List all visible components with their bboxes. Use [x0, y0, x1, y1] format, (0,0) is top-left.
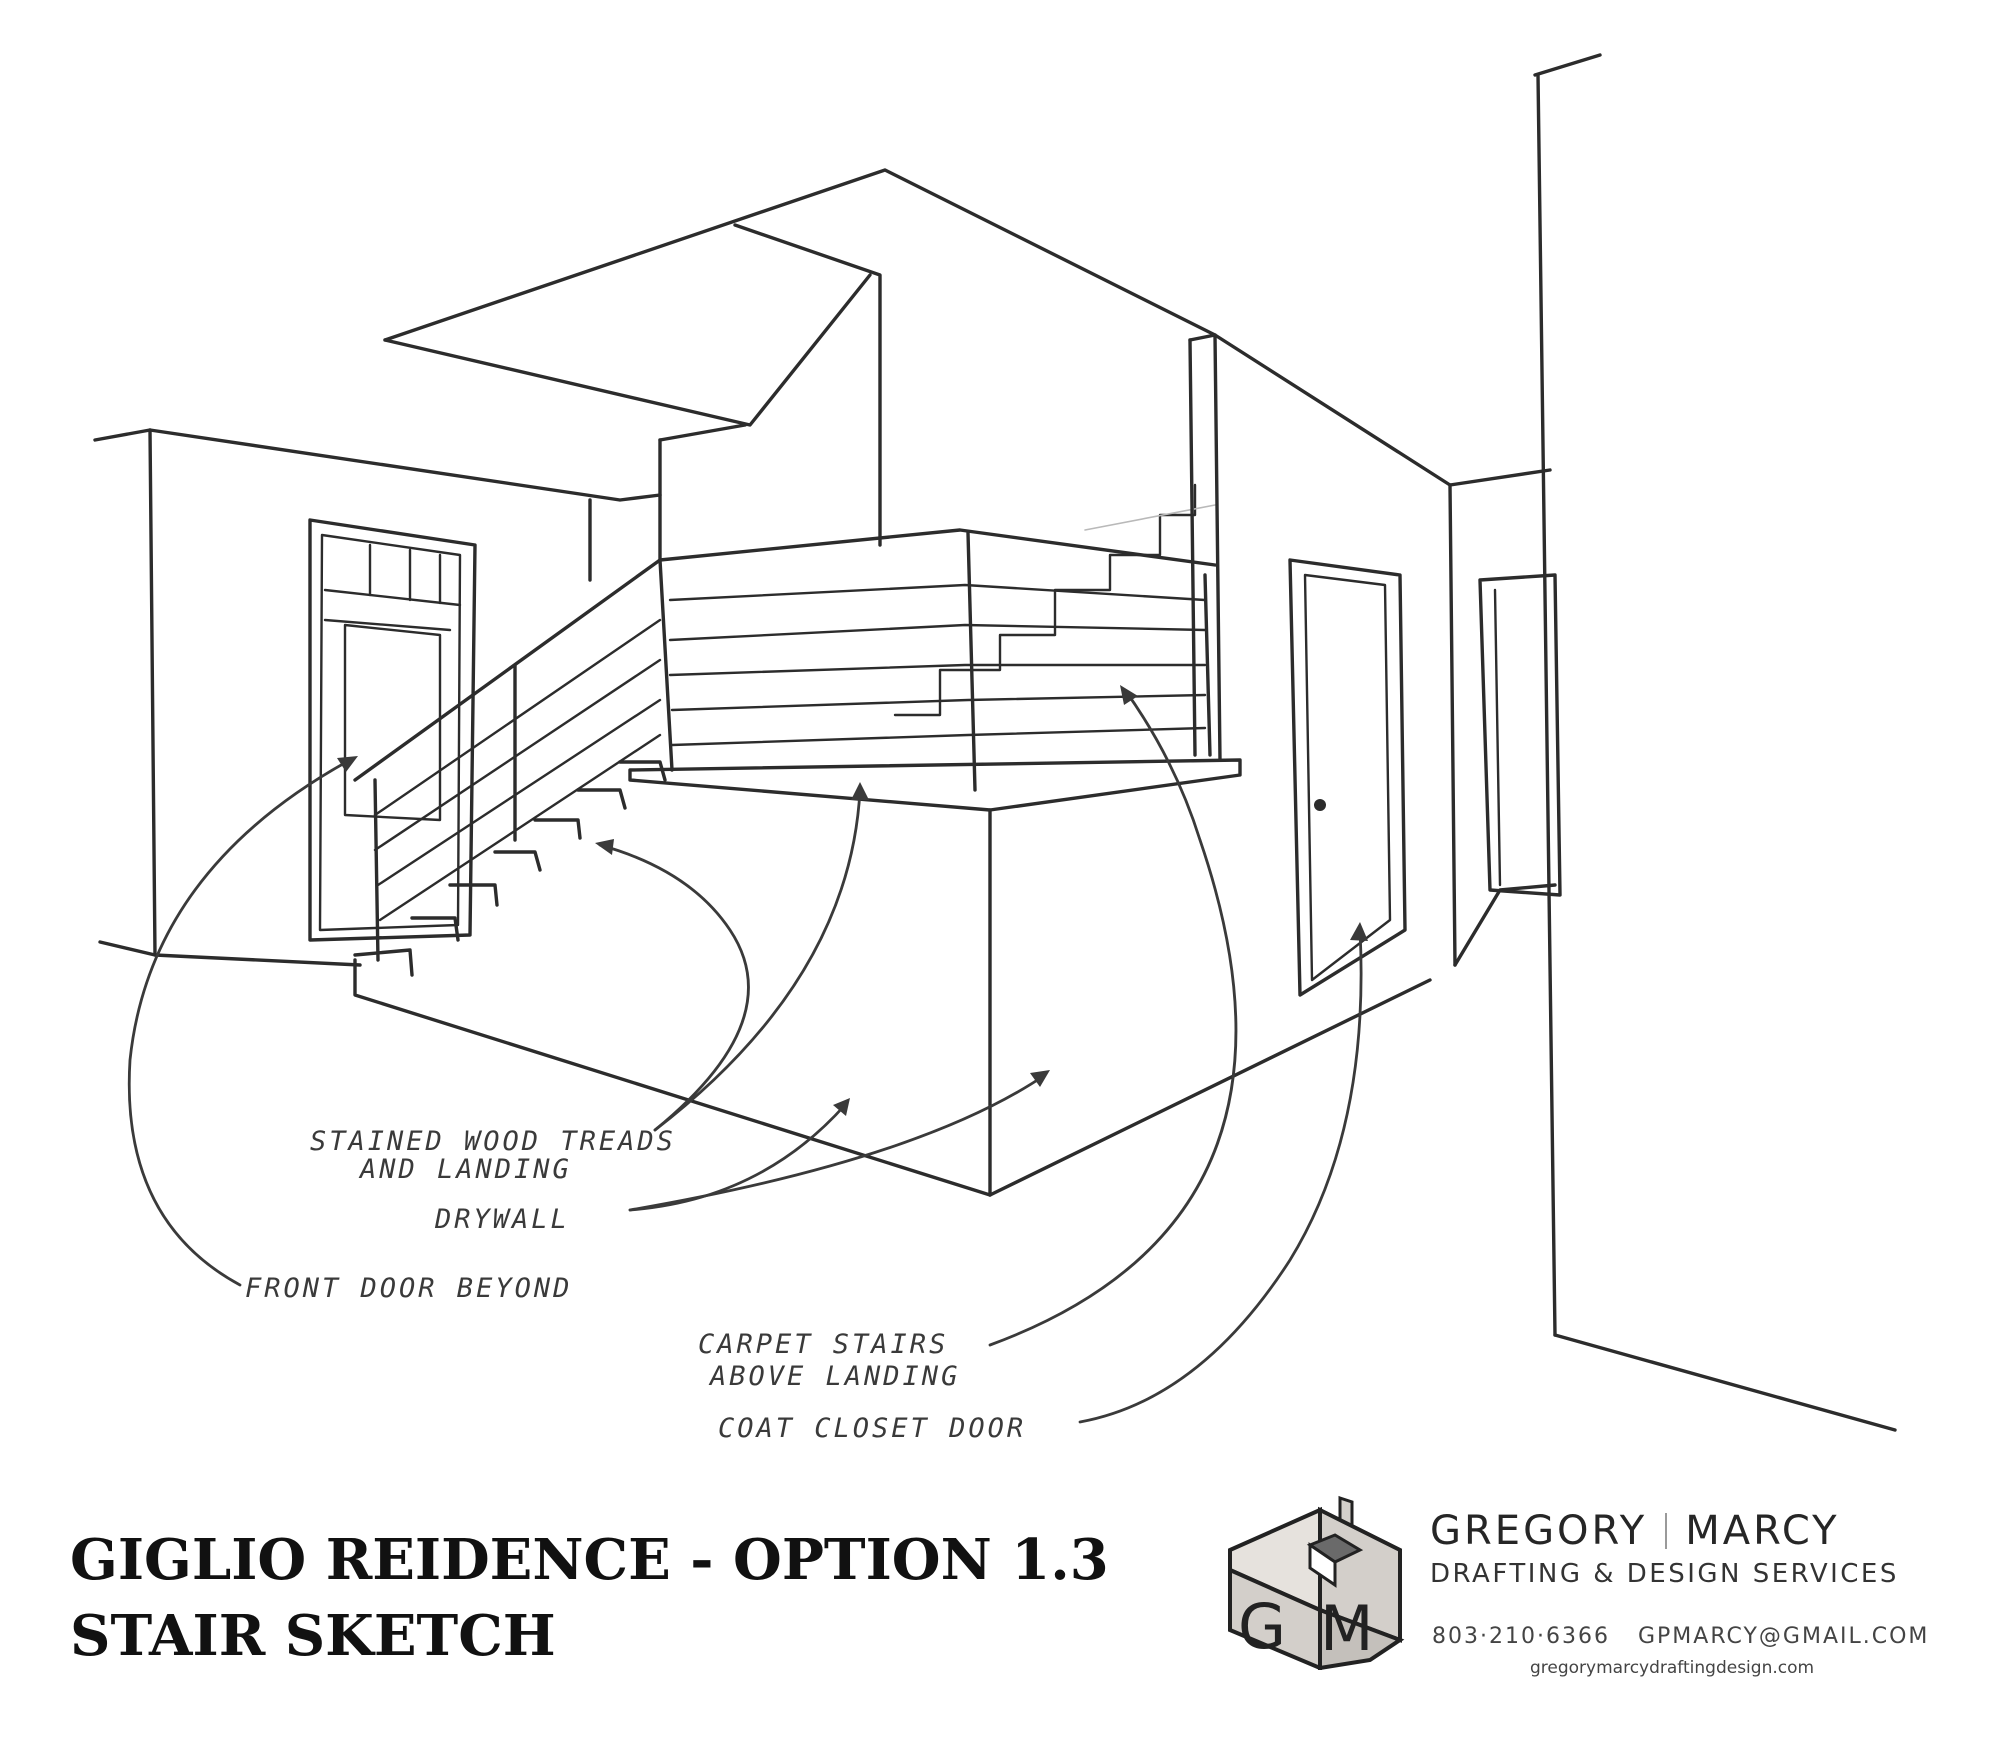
name-divider: [1665, 1513, 1668, 1549]
company-subtitle: DRAFTING & DESIGN SERVICES: [1430, 1559, 1899, 1589]
stair-handrail: [353, 558, 662, 782]
arrow-landing: [851, 782, 869, 800]
leader-drywall-a: [628, 1103, 847, 1212]
company-name: GREGORY MARCY: [1430, 1508, 1840, 1554]
company-phone: 803·210·6366: [1432, 1624, 1610, 1649]
landing-cable-rails: [668, 583, 1207, 747]
note-carpet-line1: CARPET STAIRS: [698, 1329, 948, 1360]
arrow-treads: [595, 839, 614, 855]
ceiling-plane: [383, 273, 872, 427]
stair-cable-rails: [373, 618, 662, 922]
upper-carpet-stairs: [893, 483, 1197, 717]
note-treads-line2: AND LANDING: [358, 1154, 572, 1185]
left-floor-line: [98, 940, 362, 967]
faint-construction-line: [1084, 504, 1216, 531]
landing-end-post: [1203, 573, 1212, 757]
right-floor-line: [988, 978, 1432, 1197]
leader-treads: [598, 843, 750, 1132]
transom-bar: [323, 588, 462, 607]
soffit-line: [658, 423, 747, 442]
note-treads-line1: STAINED WOOD TREADS: [310, 1126, 676, 1157]
note-closet: COAT CLOSET DOOR: [718, 1413, 1026, 1444]
house-logo-icon: G M: [1228, 1495, 1405, 1670]
arrow-drywall-a: [833, 1098, 850, 1116]
lower-stair-treads: [353, 760, 667, 977]
note-carpet-line2: ABOVE LANDING: [708, 1361, 960, 1392]
company-name-first: GREGORY: [1430, 1508, 1648, 1554]
house-base-face: [1318, 1607, 1405, 1670]
arrow-carpet: [1120, 685, 1138, 705]
leader-front-door: [127, 758, 352, 1287]
left-wall-corner: [148, 428, 157, 957]
company-contact: 803·210·6366 GPMARCY@GMAIL.COM: [1432, 1624, 1929, 1649]
right-wall-corner: [1448, 483, 1457, 967]
landing-top-rail: [658, 528, 1217, 567]
logo-letter-g: G: [1238, 1590, 1286, 1663]
hall-door-jamb: [1493, 588, 1502, 887]
tall-wall-edge: [1536, 73, 1557, 1337]
sheet-subtitle: STAIR SKETCH: [70, 1603, 556, 1669]
arrow-front-door: [337, 756, 358, 772]
tall-wall-floor: [1553, 1333, 1897, 1432]
hall-door-frame: [1478, 573, 1562, 897]
leader-drywall-b: [628, 1073, 1047, 1212]
newel-post: [373, 778, 380, 962]
dormer-side: [1308, 1542, 1337, 1588]
stair-landing: [628, 758, 1242, 812]
closet-door-knob: [1314, 799, 1326, 811]
right-ceiling-line: [1213, 333, 1552, 487]
landing-post: [658, 558, 674, 772]
leader-carpet: [988, 688, 1238, 1347]
stair-stringer-base: [353, 958, 992, 1197]
vaulted-ceiling-ridge: [383, 168, 1217, 342]
tall-wall-top: [1533, 53, 1602, 77]
note-front-door: FRONT DOOR BEYOND: [245, 1273, 572, 1304]
hall-floor-line: [1453, 883, 1557, 967]
leader-closet: [1078, 928, 1363, 1424]
company-name-last: MARCY: [1685, 1508, 1840, 1554]
ceiling-fold: [733, 223, 882, 547]
closet-door-panel: [1303, 573, 1392, 982]
sheet-title: GIGLIO REIDENCE - OPTION 1.3: [70, 1527, 1109, 1593]
wall-pier-face: [1188, 338, 1197, 757]
note-drywall: DRYWALL: [434, 1204, 570, 1235]
arrow-closet: [1350, 922, 1368, 941]
transom-muntins: [368, 543, 442, 605]
front-door-glass: [343, 623, 442, 822]
logo-letter-m: M: [1320, 1592, 1374, 1665]
company-email: GPMARCY@GMAIL.COM: [1637, 1624, 1930, 1649]
landing-corner-post: [966, 531, 977, 792]
front-door-frame: [308, 518, 477, 942]
door-head: [323, 618, 452, 632]
closet-door-frame: [1288, 558, 1407, 997]
arrow-drywall-b: [1030, 1070, 1050, 1087]
leader-landing: [653, 788, 862, 1132]
company-website: gregorymarcydraftingdesign.com: [1530, 1658, 1815, 1678]
front-door-inner-frame: [318, 533, 462, 932]
left-ceiling-line: [93, 428, 662, 502]
